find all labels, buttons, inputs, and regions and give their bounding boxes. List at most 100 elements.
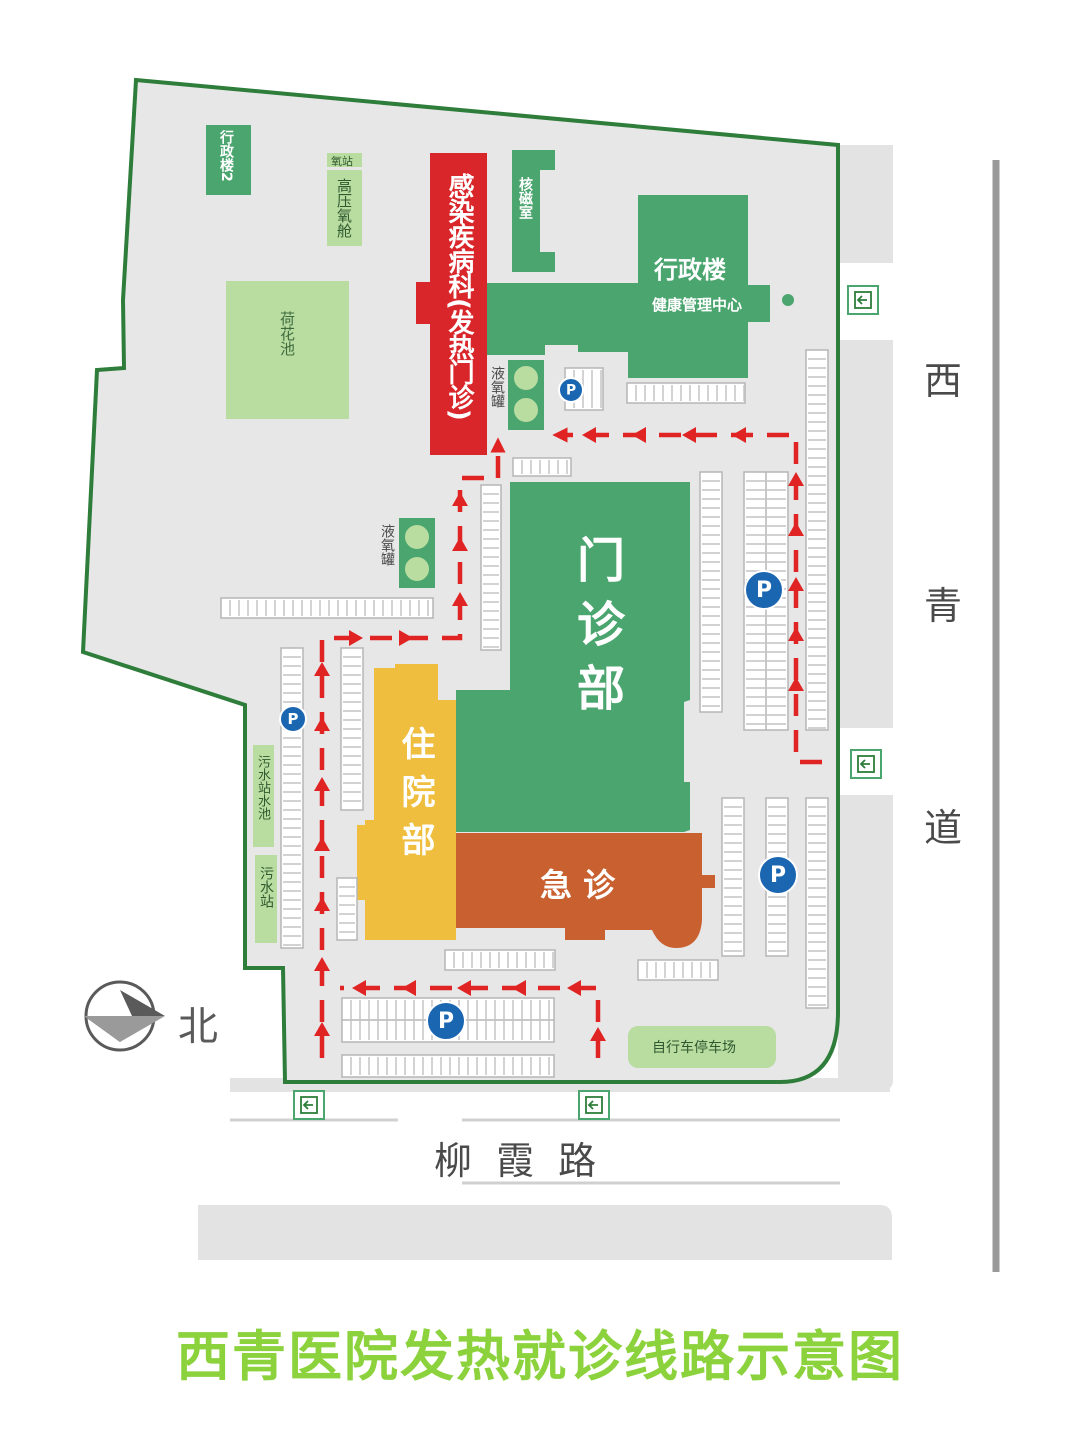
entrance-icons xyxy=(293,285,882,1120)
inpatient-label: 住院部 xyxy=(395,726,435,870)
emergency-building xyxy=(456,833,715,948)
route-arrow-icon xyxy=(402,980,416,996)
route-arrow-icon xyxy=(582,427,596,443)
route-arrow-icon xyxy=(452,537,468,551)
lox2-label: 液氧罐 xyxy=(379,524,395,566)
route-arrow-icon xyxy=(788,677,804,691)
route-arrow-icon xyxy=(314,1022,330,1036)
entrance-icon xyxy=(847,285,879,315)
bike-parking-label: 自行车停车场 xyxy=(652,1040,736,1056)
route-arrow-icon xyxy=(314,957,330,971)
health-center-label: 健康管理中心 xyxy=(652,296,743,314)
parking-stall-group xyxy=(512,457,572,477)
sewage-label: 污水站 xyxy=(258,866,274,908)
admin-dot xyxy=(782,294,794,306)
hyperbaric-chamber xyxy=(327,170,362,246)
fever-clinic-building xyxy=(430,153,487,455)
parking-stall-group xyxy=(637,959,719,981)
road-east-char-1: 西 xyxy=(924,359,963,403)
svg-text:P: P xyxy=(756,578,772,603)
sewage-pool xyxy=(253,745,274,847)
route-arrow-icon xyxy=(682,427,696,443)
route-arrow-icon xyxy=(732,427,746,443)
parking-sign-icon: P xyxy=(279,705,307,733)
route-arrow-icon xyxy=(314,777,330,791)
bike-parking xyxy=(628,1026,776,1068)
route-arrow-icon xyxy=(314,717,330,731)
route-arrow-icon xyxy=(457,980,471,996)
mri-room xyxy=(512,150,555,272)
parking-sign-icon: P xyxy=(426,1001,466,1041)
admin-label: 行政楼 xyxy=(654,256,726,284)
parking-sign-icon: P xyxy=(558,377,584,403)
outside-roads xyxy=(198,145,1000,1272)
route-arrow-icon xyxy=(512,980,526,996)
fever-clinic-label: 感染疾病科(发热门诊) xyxy=(444,173,474,420)
oxygen-station-label: 氧站 xyxy=(331,155,353,168)
parking-signs: P P P P P xyxy=(279,377,798,1041)
inpatient-building xyxy=(357,664,456,940)
svg-text:P: P xyxy=(438,1009,454,1034)
route-arrow-icon xyxy=(788,577,804,591)
svg-text:P: P xyxy=(288,710,299,728)
parking-stall-group xyxy=(444,949,556,971)
parking-stall-group xyxy=(699,471,723,713)
entrance-icon xyxy=(850,749,882,779)
parking-stall-group xyxy=(805,797,829,1009)
parking-stall-group xyxy=(805,349,829,731)
parking-stall-group xyxy=(626,382,746,404)
route-arrow-icon xyxy=(399,630,413,646)
parking-stall-group xyxy=(340,647,364,811)
route-arrow-icon xyxy=(788,472,804,486)
route-arrow-icon xyxy=(452,492,468,506)
sewage-pool-label: 污水站水池 xyxy=(255,755,270,820)
parking-stall-group xyxy=(480,484,502,651)
hyperbaric-label: 高压氧舱 xyxy=(335,178,353,238)
parking-sign-icon: P xyxy=(758,855,798,895)
mri-label: 核磁室 xyxy=(517,177,533,219)
admin-building-2 xyxy=(206,125,251,195)
route-arrow-icon xyxy=(352,980,366,996)
north-compass-icon xyxy=(84,980,165,1052)
route-arrow-icon xyxy=(314,662,330,676)
route-arrow-icon xyxy=(349,630,363,646)
admin-building-2-label: 行政楼2 xyxy=(218,130,234,182)
parking-stall-group xyxy=(341,1054,555,1078)
route-arrow-icon xyxy=(452,592,468,606)
route-west-lane xyxy=(319,437,506,1058)
route-arrow-icon xyxy=(788,522,804,536)
route-arrow-icon xyxy=(314,897,330,911)
route-arrow-icon xyxy=(567,980,581,996)
outpatient-building xyxy=(456,482,690,832)
svg-text:P: P xyxy=(566,383,576,399)
fever-clinic-wing xyxy=(416,282,434,324)
route-arrowheads xyxy=(314,427,804,1041)
route-arrow-icon xyxy=(314,837,330,851)
parking-sign-icon: P xyxy=(744,570,784,610)
parking-stall-group xyxy=(220,597,434,619)
admin-building xyxy=(485,195,770,378)
emergency-label: 急 诊 xyxy=(540,866,616,904)
entrance-icon xyxy=(293,1090,325,1120)
compass-north-label: 北 xyxy=(178,1004,218,1050)
route-east-entrance xyxy=(552,427,822,765)
parking-stall-group xyxy=(280,647,304,949)
parking-stall-group xyxy=(743,471,789,731)
lotus-pond xyxy=(226,281,349,419)
parking-stall-group xyxy=(721,797,745,957)
route-arrow-icon xyxy=(632,427,646,443)
entrance-icon xyxy=(578,1090,610,1120)
oxygen-station xyxy=(327,153,362,167)
parking-stall-group xyxy=(336,877,358,941)
road-east-char-2: 青 xyxy=(924,584,963,628)
fever-route xyxy=(319,427,822,1058)
svg-text:P: P xyxy=(770,863,786,888)
road-east-char-3: 道 xyxy=(924,806,963,850)
sewage-station xyxy=(255,855,277,943)
route-arrow-icon xyxy=(788,627,804,641)
parking-stalls xyxy=(220,349,829,1078)
route-arrow-icon xyxy=(590,1027,606,1041)
lox1-label: 液氧罐 xyxy=(489,366,505,408)
liquid-oxygen-tank-1 xyxy=(508,360,544,430)
